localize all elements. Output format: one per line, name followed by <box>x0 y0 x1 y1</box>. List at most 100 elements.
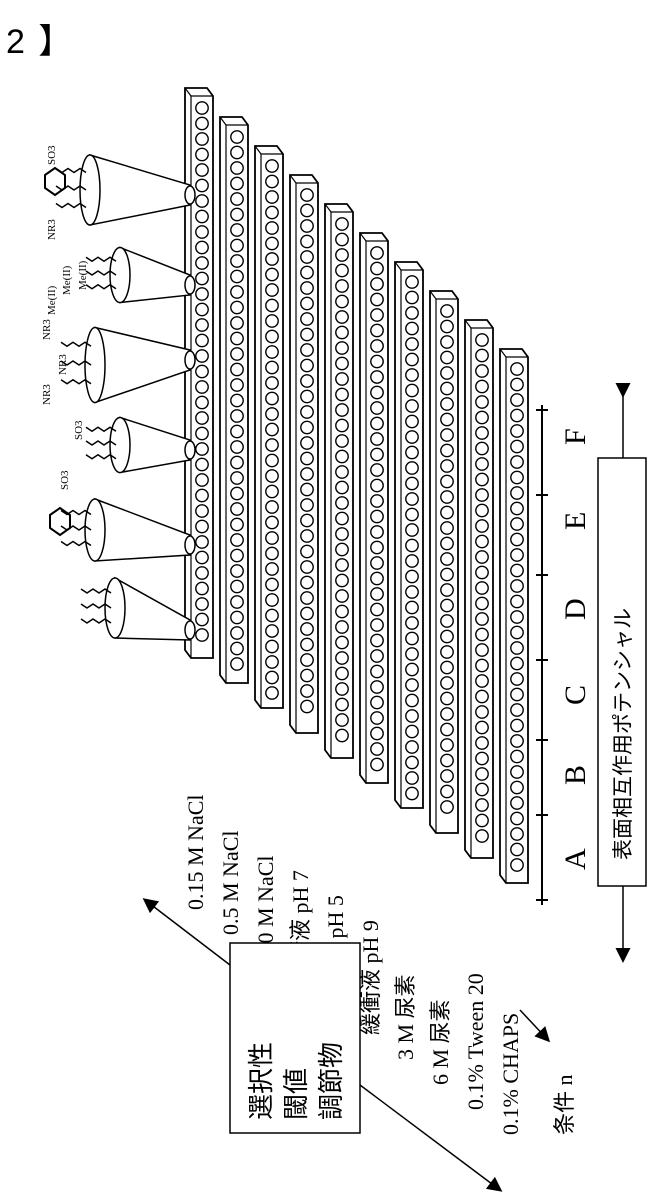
array-spot <box>371 371 383 383</box>
array-strip <box>430 291 458 833</box>
array-spot <box>441 630 453 642</box>
array-spot <box>336 621 348 633</box>
array-spot <box>231 441 243 453</box>
array-spot <box>301 468 313 480</box>
array-spot <box>441 801 453 813</box>
array-spot <box>266 454 278 466</box>
array-spot <box>511 549 523 561</box>
array-spot <box>231 611 243 623</box>
ligand-spots <box>45 155 195 640</box>
array-spot <box>231 379 243 391</box>
array-spot <box>441 460 453 472</box>
array-spot <box>196 319 208 331</box>
array-spot <box>336 311 348 323</box>
ligand-label-so3-3: SO3 <box>46 145 58 165</box>
array-spot <box>406 431 418 443</box>
array-spot <box>231 162 243 174</box>
array-spot <box>476 380 488 392</box>
array-spot <box>441 615 453 627</box>
array-spot <box>266 516 278 528</box>
array-spot <box>371 588 383 600</box>
array-spot <box>406 493 418 505</box>
ligand-cone <box>61 328 195 403</box>
array-spot <box>336 295 348 307</box>
array-spot <box>476 504 488 516</box>
array-spot <box>511 642 523 654</box>
array-spot <box>441 677 453 689</box>
array-spot <box>266 361 278 373</box>
array-spot <box>371 727 383 739</box>
array-spot <box>406 756 418 768</box>
array-spot <box>511 595 523 607</box>
array-spot <box>476 768 488 780</box>
array-spot <box>301 251 313 263</box>
array-strip <box>465 320 493 858</box>
array-spot <box>511 735 523 747</box>
array-spot <box>371 603 383 615</box>
array-spot <box>266 222 278 234</box>
array-spot <box>511 440 523 452</box>
array-spot <box>301 406 313 418</box>
array-spot <box>231 534 243 546</box>
array-spot <box>231 177 243 189</box>
array-spot <box>371 309 383 321</box>
array-spot <box>301 204 313 216</box>
array-spot <box>511 471 523 483</box>
ligand-cone <box>86 418 195 473</box>
array-spot <box>371 696 383 708</box>
array-spot <box>231 487 243 499</box>
array-spot <box>371 572 383 584</box>
surface-letter: A <box>559 848 592 870</box>
condition-label: 6 M 尿素 <box>428 999 453 1085</box>
array-spot <box>196 474 208 486</box>
array-spot <box>476 520 488 532</box>
array-spot <box>511 843 523 855</box>
array-spot <box>511 673 523 685</box>
array-spot <box>301 545 313 557</box>
array-spot <box>511 750 523 762</box>
array-spot <box>371 526 383 538</box>
array-spot <box>441 367 453 379</box>
array-spot <box>266 485 278 497</box>
array-spot <box>266 160 278 172</box>
array-spot <box>476 551 488 563</box>
array-spot <box>336 373 348 385</box>
array-spot <box>406 741 418 753</box>
array-spot <box>231 317 243 329</box>
array-spot <box>336 450 348 462</box>
array-spot <box>301 561 313 573</box>
array-spot <box>231 394 243 406</box>
array-spot <box>196 489 208 501</box>
array-spot <box>406 338 418 350</box>
array-spot <box>196 257 208 269</box>
array-spot <box>231 193 243 205</box>
array-spot <box>406 508 418 520</box>
array-spot <box>441 444 453 456</box>
array-spot <box>336 481 348 493</box>
array-spot <box>231 565 243 577</box>
array-spot <box>406 679 418 691</box>
array-spot <box>301 266 313 278</box>
array-spot <box>476 597 488 609</box>
array-spot <box>371 619 383 631</box>
array-strip <box>185 88 213 658</box>
array-spot <box>231 348 243 360</box>
array-spot <box>231 146 243 158</box>
array-spot <box>371 758 383 770</box>
array-spot <box>406 601 418 613</box>
array-spot <box>266 547 278 559</box>
array-spot <box>196 567 208 579</box>
array-spot <box>301 685 313 697</box>
array-spot <box>266 532 278 544</box>
array-spot <box>196 582 208 594</box>
array-spot <box>511 378 523 390</box>
array-spot <box>476 582 488 594</box>
array-spot <box>196 334 208 346</box>
array-spot <box>406 353 418 365</box>
array-spot <box>511 719 523 731</box>
array-spot <box>511 812 523 824</box>
array-spot <box>336 714 348 726</box>
array-spot <box>336 698 348 710</box>
array-spot <box>336 636 348 648</box>
array-strip <box>500 349 528 883</box>
